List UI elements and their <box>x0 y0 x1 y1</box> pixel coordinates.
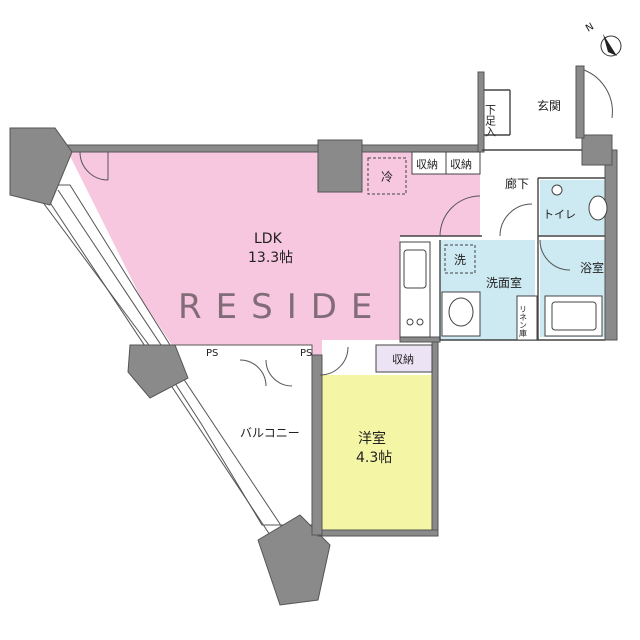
storage-box-2 <box>445 151 481 175</box>
shoe-storage-label: 下足入 <box>484 104 497 137</box>
ldk-area <box>68 152 480 355</box>
ldk-name: LDK <box>254 231 283 247</box>
bathroom-label: 浴室 <box>580 260 604 275</box>
storage-box-3 <box>375 344 433 373</box>
compass-circle <box>600 35 622 57</box>
washbasin <box>441 291 481 337</box>
storage-label-1: 収納 <box>416 158 438 171</box>
corridor-label: 廊下 <box>505 176 529 191</box>
compass-label: N <box>584 21 596 34</box>
compass: N <box>584 21 622 57</box>
western-room-area <box>322 375 432 530</box>
washroom-label: 洗面室 <box>486 275 522 290</box>
western-room-name: 洋室 <box>358 430 386 447</box>
balcony-label: バルコニー <box>240 426 300 440</box>
ldk-size: 13.3帖 <box>248 250 293 266</box>
fridge-label: 冷 <box>381 170 393 184</box>
linen-label: リネン庫 <box>519 305 528 338</box>
linen-box <box>516 295 538 341</box>
toilet-label: トイレ <box>543 208 576 221</box>
kitchen-counter <box>399 241 431 338</box>
watermark: RESIDE <box>178 287 386 327</box>
interior-lines <box>79 69 613 387</box>
fridge-space <box>367 157 407 195</box>
compass-needle-icon <box>603 34 617 56</box>
storage-label-2: 収納 <box>450 158 472 171</box>
entrance-label: 玄関 <box>537 98 561 113</box>
storage-label-3: 収納 <box>392 353 414 366</box>
ps-label-right: PS <box>300 348 312 359</box>
walls <box>9 65 618 606</box>
washer-space <box>444 244 476 274</box>
ps-label-left: PS <box>206 348 218 359</box>
storage-units <box>375 151 481 373</box>
western-room-size: 4.3帖 <box>356 450 392 466</box>
toilet-fixture <box>551 184 608 221</box>
bathtub <box>544 295 603 337</box>
washer-label: 洗 <box>454 253 466 267</box>
